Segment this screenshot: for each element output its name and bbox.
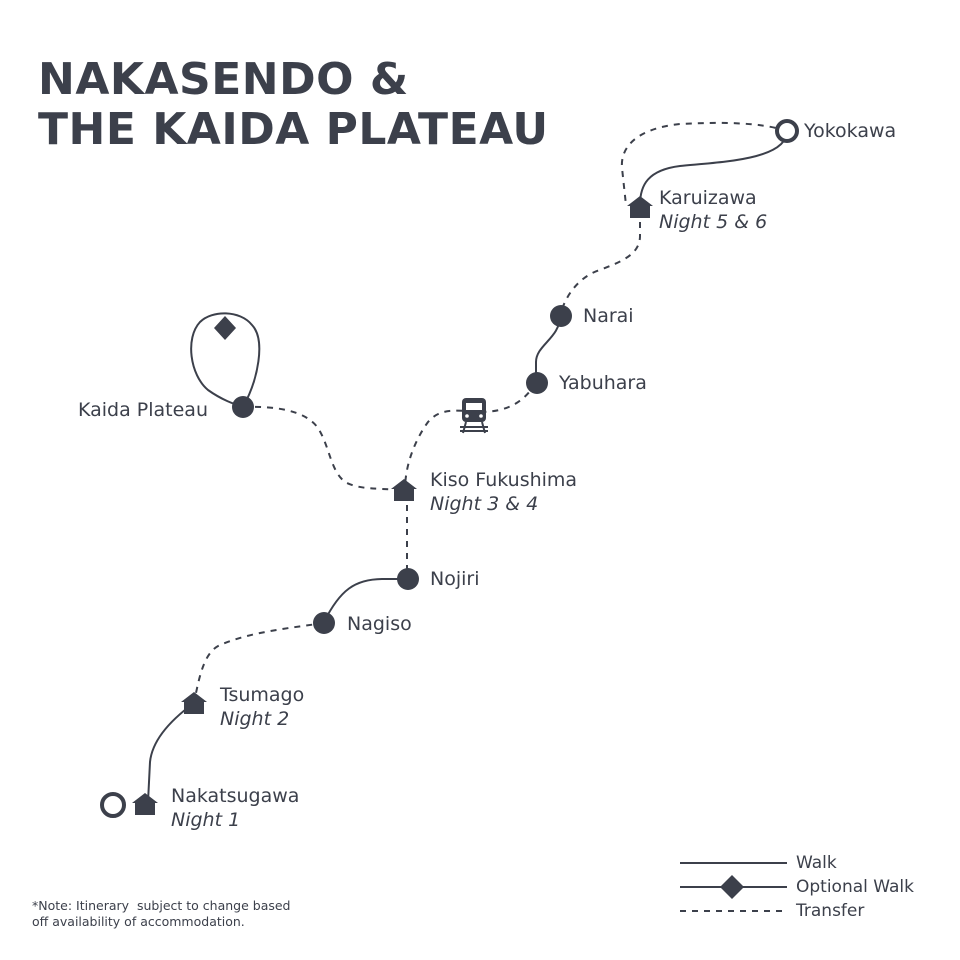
stop-name: Narai (583, 305, 634, 327)
transfer-yokokawa-karuizawa (620, 121, 788, 206)
train-icon (460, 398, 488, 434)
marker-nojiri (397, 568, 419, 590)
house-icon-tsumago (181, 692, 207, 714)
stop-night: Night 2 (220, 708, 290, 730)
stop-name: Tsumago (220, 684, 305, 706)
legend-diamond-icon (720, 875, 744, 899)
optional-walk-loop (190, 312, 261, 408)
house-icon-nakatsugawa (132, 793, 158, 815)
walk-yokokawa-karuizawa (639, 130, 788, 206)
marker-yabuhara (526, 372, 548, 394)
marker-nagiso (313, 612, 335, 634)
start-ring-yokokawa (775, 119, 799, 143)
marker-narai (550, 305, 572, 327)
transfer-yabuhara-kiso (404, 382, 537, 491)
legend-optional-label: Optional Walk (796, 877, 914, 897)
transfer-karuizawa-narai (559, 210, 641, 317)
transfer-kaida-kiso (242, 405, 401, 491)
label-nagiso: Nagiso (347, 612, 412, 636)
marker-kaida-plateau (232, 396, 254, 418)
title-line-1: NAKASENDO & (38, 54, 409, 105)
note-line-2: off availability of accommodation. (32, 914, 245, 929)
stop-name: Yabuhara (559, 372, 647, 394)
label-nojiri: Nojiri (430, 567, 480, 591)
itinerary-note: *Note: Itinerary subject to change based… (32, 898, 332, 930)
label-kaida-plateau: Kaida Plateau (78, 398, 208, 422)
stop-name: Nagiso (347, 613, 412, 635)
legend-transfer-label: Transfer (796, 901, 865, 921)
optional-walk-diamond-icon (214, 316, 236, 340)
stop-name: Yokokawa (804, 120, 897, 142)
stop-name: Kiso Fukushima (430, 469, 578, 491)
house-icon-kiso-fukushima (391, 479, 417, 501)
start-ring-nakatsugawa (100, 792, 126, 818)
legend-walk-label: Walk (796, 853, 837, 873)
house-icon-karuizawa (627, 196, 653, 218)
stop-name: Nakatsugawa (171, 785, 300, 807)
label-tsumago: Tsumago Night 2 (220, 683, 304, 731)
label-nakatsugawa: Nakatsugawa Night 1 (171, 784, 299, 832)
stop-name: Kaida Plateau (78, 399, 208, 421)
walk-nojiri-nagiso (323, 578, 407, 623)
label-yabuhara: Yabuhara (559, 371, 647, 395)
title-line-2: THE KAIDA PLATEAU (38, 104, 549, 155)
transfer-nagiso-tsumago (193, 622, 325, 704)
map-title: NAKASENDO & THE KAIDA PLATEAU (38, 55, 549, 155)
stop-name: Nojiri (430, 568, 480, 590)
note-line-1: *Note: Itinerary subject to change based (32, 898, 291, 913)
label-karuizawa: Karuizawa Night 5 & 6 (659, 186, 767, 234)
stop-night: Night 5 & 6 (659, 211, 768, 233)
label-narai: Narai (583, 304, 634, 328)
stop-night: Night 1 (171, 809, 241, 831)
label-kiso-fukushima: Kiso Fukushima Night 3 & 4 (430, 468, 577, 516)
label-yokokawa: Yokokawa (804, 119, 896, 143)
stop-night: Night 3 & 4 (430, 493, 539, 515)
stop-name: Karuizawa (659, 187, 757, 209)
